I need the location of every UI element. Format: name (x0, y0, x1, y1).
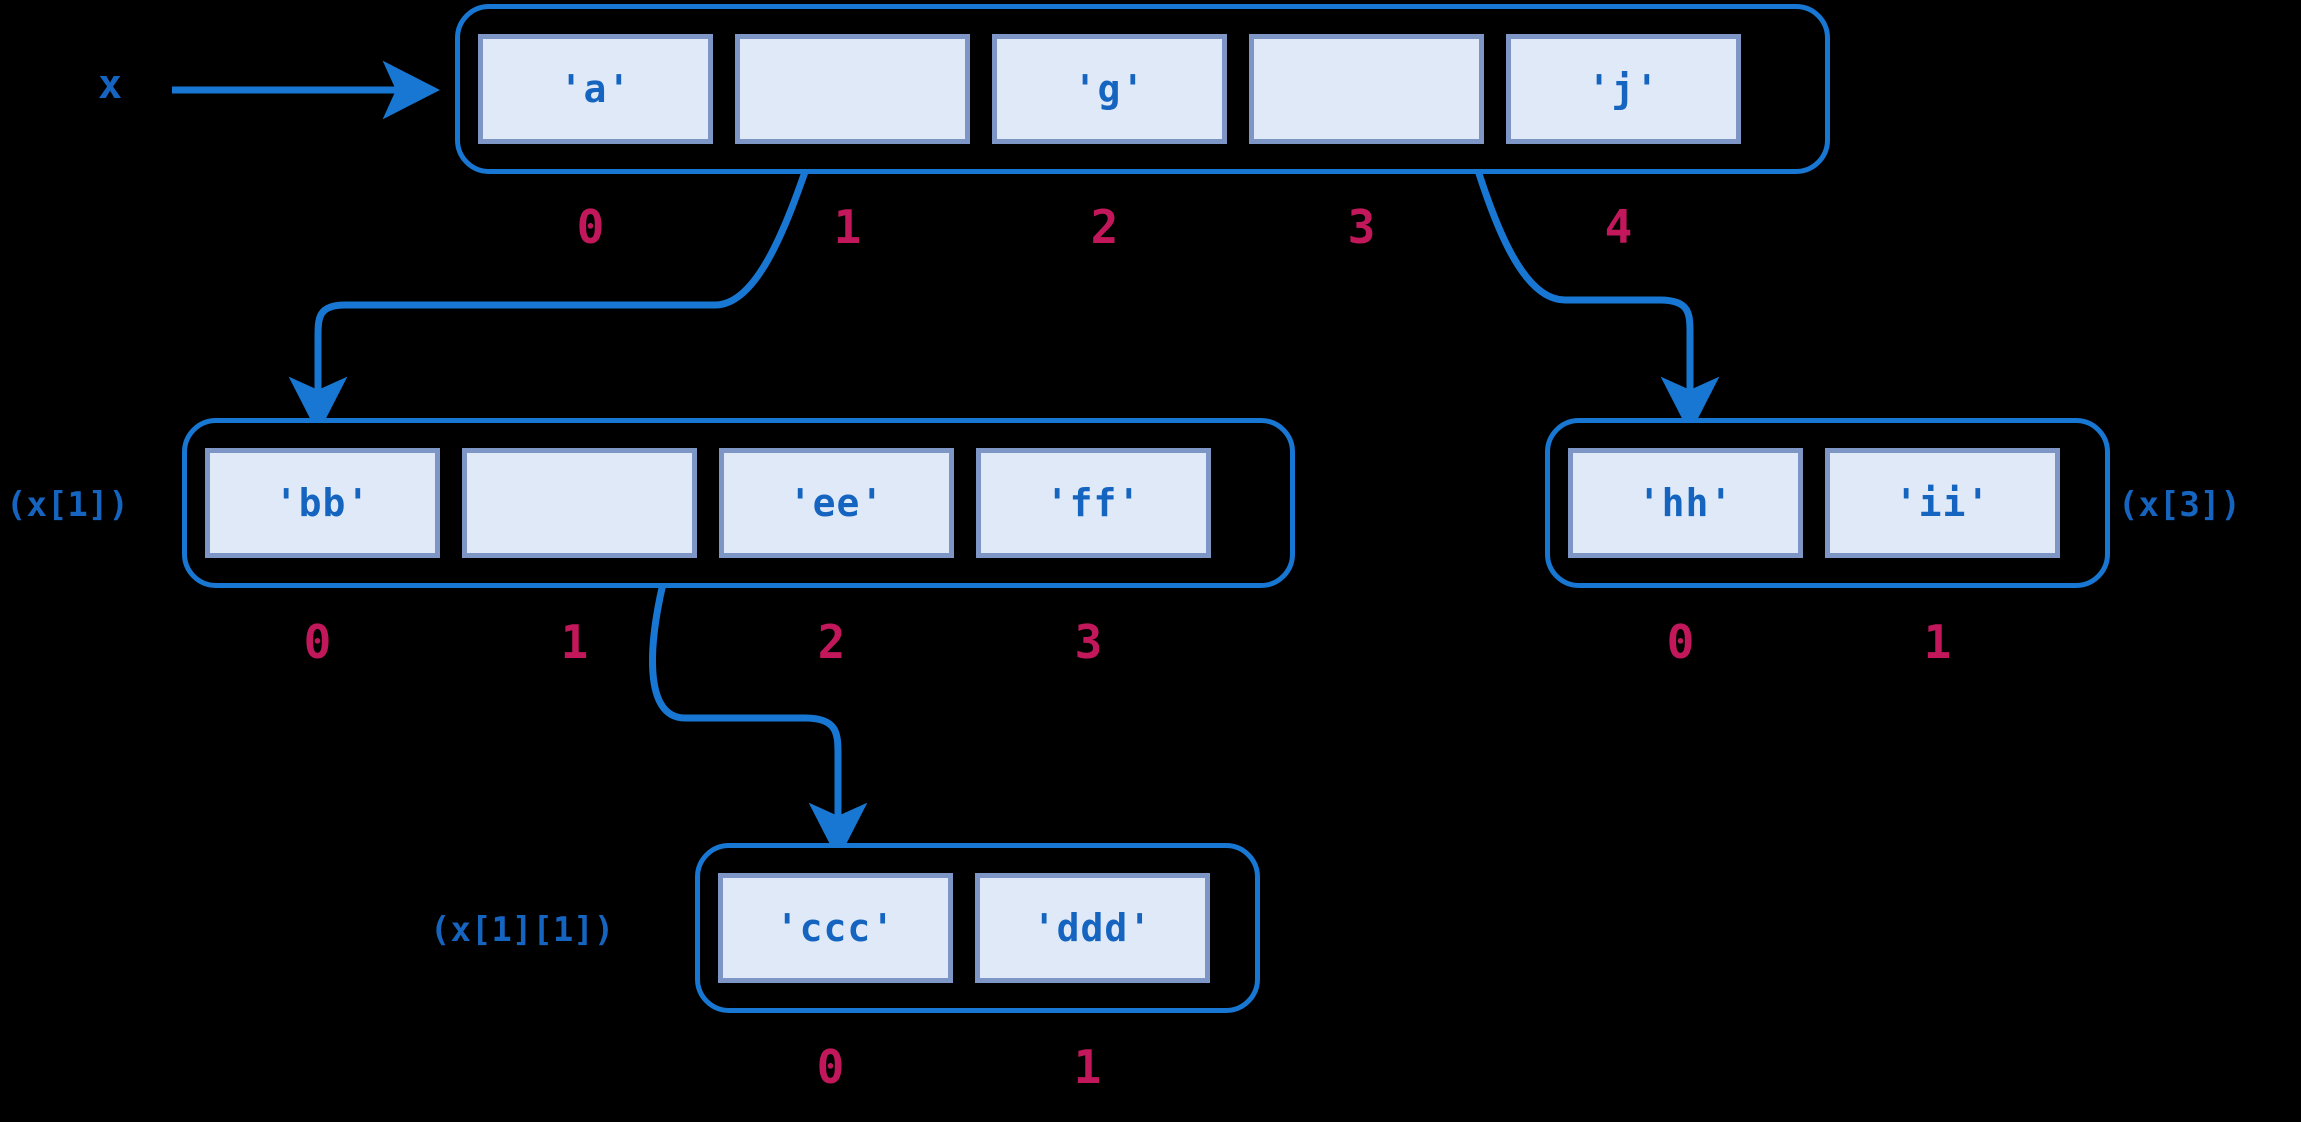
pointer-arrow-root-3-to-x3 (1468, 148, 1720, 434)
cell-x3-1[interactable]: 'ii' (1825, 448, 2060, 558)
side-label-x11: (x[1][1]) (430, 910, 615, 950)
index-x1-3: 3 (1074, 615, 1103, 669)
index-x1-1: 1 (560, 615, 589, 669)
index-row-x1: 0 1 2 3 (200, 615, 1277, 669)
cell-root-2[interactable]: 'g' (992, 34, 1227, 144)
variable-label-x: x (98, 62, 123, 108)
cell-root-4[interactable]: 'j' (1506, 34, 1741, 144)
index-x3-1: 1 (1923, 615, 1952, 669)
side-label-x1: (x[1]) (6, 485, 129, 525)
side-label-x3: (x[3]) (2118, 485, 2241, 525)
list-container-x11: 'ccc' 'ddd' (695, 843, 1260, 1013)
cell-root-3[interactable] (1249, 34, 1484, 144)
cell-root-1[interactable] (735, 34, 970, 144)
index-x1-2: 2 (817, 615, 846, 669)
index-root-2: 2 (1090, 200, 1119, 254)
index-root-3: 3 (1347, 200, 1376, 254)
cell-root-0[interactable]: 'a' (478, 34, 713, 144)
index-x1-0: 0 (303, 615, 332, 669)
pointer-arrow-root-1-to-x1 (288, 148, 816, 434)
pointer-arrow-x1-1-to-x11 (649, 568, 868, 860)
index-root-0: 0 (576, 200, 605, 254)
index-row-x3: 0 1 (1563, 615, 2092, 669)
cell-x1-3[interactable]: 'ff' (976, 448, 1211, 558)
index-row-root: 0 1 2 3 4 (473, 200, 1812, 254)
list-container-x1: 'bb' 'ee' 'ff' (182, 418, 1295, 588)
index-root-1: 1 (833, 200, 862, 254)
cell-x1-1[interactable] (462, 448, 697, 558)
list-container-x3: 'hh' 'ii' (1545, 418, 2110, 588)
index-root-4: 4 (1604, 200, 1633, 254)
list-container-root: 'a' 'g' 'j' (455, 4, 1830, 174)
index-x11-0: 0 (816, 1040, 845, 1094)
index-row-x11: 0 1 (713, 1040, 1242, 1094)
cell-x1-2[interactable]: 'ee' (719, 448, 954, 558)
cell-x1-0[interactable]: 'bb' (205, 448, 440, 558)
cell-x11-0[interactable]: 'ccc' (718, 873, 953, 983)
index-x11-1: 1 (1073, 1040, 1102, 1094)
index-x3-0: 0 (1666, 615, 1695, 669)
cell-x3-0[interactable]: 'hh' (1568, 448, 1803, 558)
cell-x11-1[interactable]: 'ddd' (975, 873, 1210, 983)
